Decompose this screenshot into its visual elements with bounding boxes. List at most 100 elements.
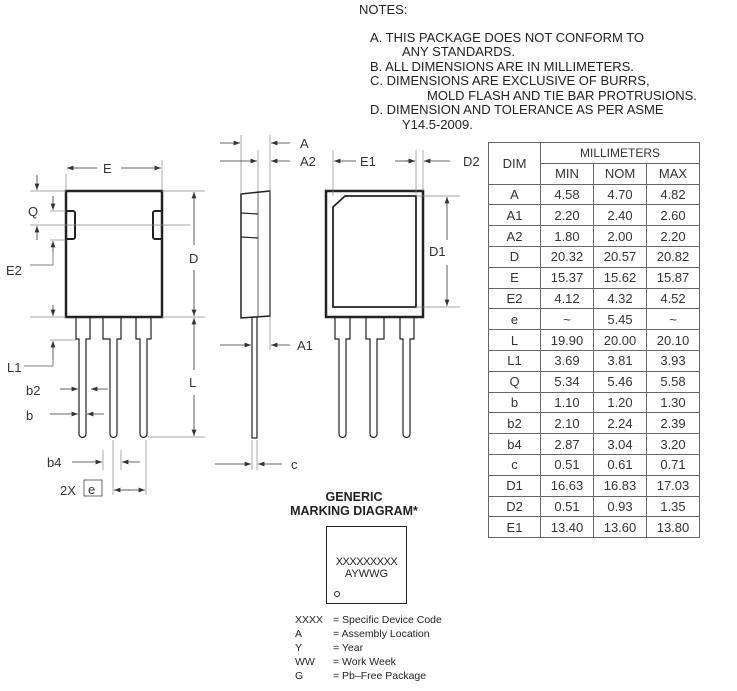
- cell-dim: e: [488, 308, 541, 331]
- legend-desc: = Work Week: [333, 656, 396, 668]
- legend-item: A= Assembly Location: [295, 627, 442, 641]
- cell-nom: 3.81: [593, 349, 647, 372]
- label-D1: D1: [429, 244, 446, 259]
- cell-min: 5.34: [540, 370, 594, 393]
- marking-line2: AYWWG: [344, 568, 389, 580]
- back-lead-middle: [365, 317, 385, 439]
- cell-max: 2.39: [646, 412, 700, 435]
- legend-key: XXXX: [295, 614, 324, 626]
- legend-key: WW: [295, 656, 315, 668]
- notes-title: NOTES:: [359, 2, 408, 17]
- heatsink-window: [332, 195, 417, 308]
- cell-dim: c: [488, 453, 541, 476]
- label-2x: 2X: [60, 483, 76, 498]
- cell-dim: b4: [488, 433, 541, 455]
- cell-nom: 2.24: [593, 412, 647, 435]
- label-A2: A2: [300, 154, 316, 169]
- cell-nom: 16.83: [593, 474, 647, 497]
- label-D2: D2: [463, 154, 480, 169]
- cell-min: 20.32: [540, 245, 594, 268]
- cell-min: 3.69: [540, 349, 594, 372]
- side-lead: [251, 316, 258, 439]
- cell-max: 3.93: [646, 349, 700, 372]
- cell-min: 2.20: [540, 204, 594, 227]
- legend-item: Y= Year: [295, 641, 442, 655]
- cell-min: ~: [540, 308, 594, 331]
- cell-max: 13.80: [646, 516, 700, 539]
- cell-dim: D2: [488, 495, 541, 518]
- cell-max: 20.82: [646, 245, 700, 268]
- cell-dim: E: [488, 266, 541, 289]
- label-D: D: [189, 251, 198, 266]
- cell-max: 2.60: [646, 204, 700, 227]
- table-row: e~5.45~: [488, 308, 700, 331]
- cell-dim: b: [488, 391, 541, 414]
- cell-dim: L: [488, 329, 541, 351]
- legend-item: WW = Work Week: [295, 655, 442, 669]
- cell-dim: D1: [488, 474, 541, 497]
- label-Q: Q: [28, 204, 38, 219]
- legend-key: G: [295, 670, 304, 682]
- legend-desc: = Year: [333, 642, 364, 654]
- side-view: [215, 135, 290, 470]
- cell-min: 4.58: [540, 183, 594, 206]
- lead-left: [75, 317, 91, 439]
- cell-dim: A2: [488, 225, 541, 247]
- legend-desc: = Specific Device Code: [333, 614, 442, 626]
- basic-dim-box: [83, 479, 103, 497]
- cell-nom: 20.00: [593, 329, 647, 351]
- notes: NOTES: A. THIS PACKAGE DOES NOT CONFORM …: [359, 2, 697, 132]
- cell-min: 4.12: [540, 287, 594, 310]
- label-b4: b4: [47, 455, 61, 470]
- unit-header: MILLIMETERS: [540, 142, 700, 164]
- col-max: MAX: [646, 162, 700, 185]
- cell-nom: 1.20: [593, 391, 647, 414]
- label-b2: b2: [26, 383, 40, 398]
- cell-min: 13.40: [540, 516, 594, 539]
- cell-max: 0.71: [646, 453, 700, 476]
- cell-min: 19.90: [540, 329, 594, 351]
- back-lead-left: [334, 317, 351, 439]
- back-view: [324, 150, 460, 439]
- pin1-dot-icon: [334, 591, 340, 597]
- cell-dim: D: [488, 245, 541, 268]
- cell-nom: 0.93: [593, 495, 647, 518]
- cell-min: 2.10: [540, 412, 594, 435]
- col-nom: NOM: [593, 162, 647, 185]
- cell-max: 4.82: [646, 183, 700, 206]
- cell-min: 0.51: [540, 495, 594, 518]
- cell-min: 0.51: [540, 453, 594, 476]
- label-E2: E2: [6, 263, 22, 278]
- cell-nom: 4.32: [593, 287, 647, 310]
- cell-nom: 4.70: [593, 183, 647, 206]
- cell-nom: 5.46: [593, 370, 647, 393]
- cell-max: 1.35: [646, 495, 700, 518]
- cell-dim: Q: [488, 370, 541, 393]
- col-min: MIN: [540, 162, 594, 185]
- cell-nom: 5.45: [593, 308, 647, 331]
- legend-key: A: [295, 628, 303, 640]
- legend-desc: = Pb–Free Package: [333, 670, 427, 682]
- cell-min: 15.37: [540, 266, 594, 289]
- marking-title: GENERIC MARKING DIAGRAM*: [290, 490, 418, 518]
- cell-min: 1.80: [540, 225, 594, 247]
- cell-max: 15.87: [646, 266, 700, 289]
- cell-dim: A1: [488, 204, 541, 227]
- cell-dim: E2: [488, 287, 541, 310]
- back-lead-right: [399, 317, 415, 439]
- marking-title-line2: MARKING DIAGRAM*: [290, 504, 418, 518]
- label-A: A: [300, 136, 309, 151]
- label-E1: E1: [360, 154, 376, 169]
- dim-header: DIM: [488, 142, 541, 185]
